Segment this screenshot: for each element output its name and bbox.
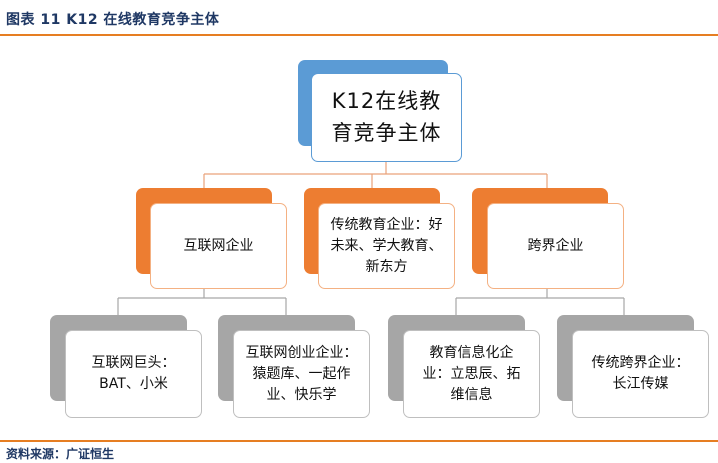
figure-title: 图表 11 K12 在线教育竞争主体: [6, 12, 220, 28]
leaf-traditional-crossover-node: 传统跨界企业：长江传媒: [572, 330, 709, 418]
root-node: K12在线教育竞争主体: [311, 73, 462, 162]
category-internet-label: 互联网企业: [183, 237, 254, 254]
source-note: 资料来源：广证恒生: [6, 447, 115, 461]
leaf-startups-node: 互联网创业企业：猿题库、一起作业、快乐学: [233, 330, 370, 418]
category-traditional-node: 传统教育企业：好未来、学大教育、新东方: [318, 203, 455, 289]
leaf-startups-label: 互联网创业企业：猿题库、一起作业、快乐学: [245, 344, 358, 403]
root-node-label: K12在线教育竞争主体: [331, 89, 442, 145]
leaf-edu-it-node: 教育信息化企业：立思辰、拓维信息: [403, 330, 540, 418]
category-internet-node: 互联网企业: [150, 203, 287, 289]
leaf-giants-label: 互联网巨头：BAT、小米: [91, 355, 176, 392]
category-crossover-node: 跨界企业: [487, 203, 624, 289]
leaf-edu-it-label: 教育信息化企业：立思辰、拓维信息: [422, 344, 521, 403]
leaf-giants-node: 互联网巨头：BAT、小米: [65, 330, 202, 418]
title-divider: [0, 34, 718, 36]
leaf-traditional-crossover-label: 传统跨界企业：长江传媒: [591, 355, 690, 392]
category-traditional-label: 传统教育企业：好未来、学大教育、新东方: [330, 216, 443, 275]
category-crossover-label: 跨界企业: [527, 237, 584, 254]
source-divider: [0, 440, 718, 442]
